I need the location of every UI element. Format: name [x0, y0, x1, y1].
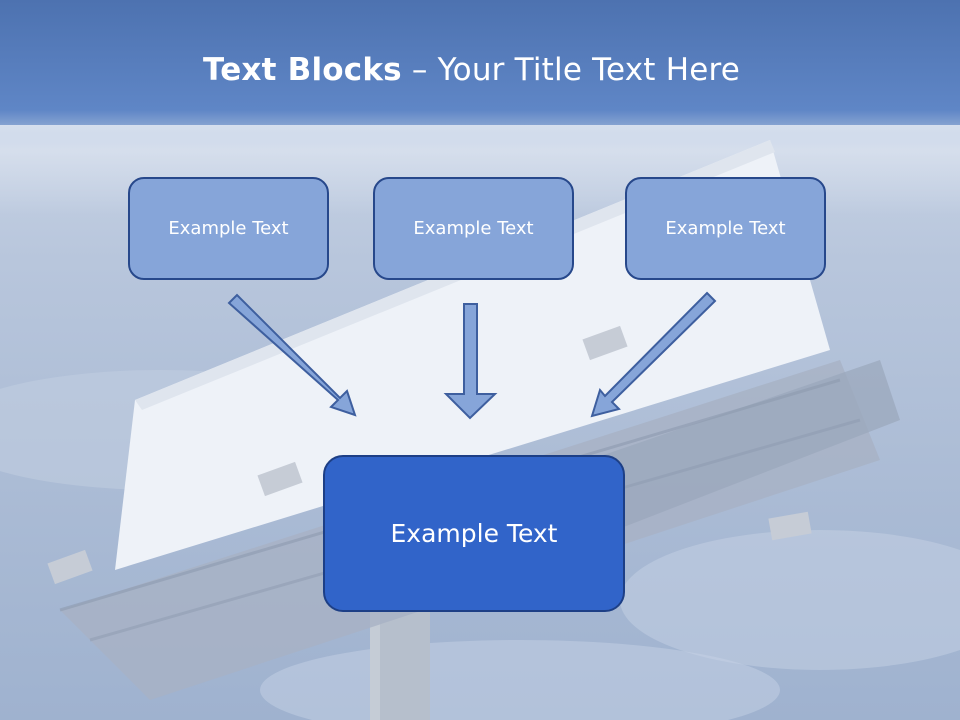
- title-separator: –: [401, 52, 438, 88]
- text-block-top-center-label: Example Text: [413, 218, 534, 239]
- text-block-top-right[interactable]: Example Text: [625, 177, 826, 280]
- text-block-top-left[interactable]: Example Text: [128, 177, 329, 280]
- slide-title: Text Blocks – Your Title Text Here: [0, 52, 943, 88]
- text-block-top-right-label: Example Text: [665, 218, 786, 239]
- text-block-main[interactable]: Example Text: [323, 455, 625, 612]
- text-block-top-center[interactable]: Example Text: [373, 177, 574, 280]
- text-block-top-left-label: Example Text: [168, 218, 289, 239]
- title-rest: Your Title Text Here: [437, 52, 741, 88]
- title-bold-part: Text Blocks: [202, 52, 402, 88]
- text-block-main-label: Example Text: [390, 519, 558, 548]
